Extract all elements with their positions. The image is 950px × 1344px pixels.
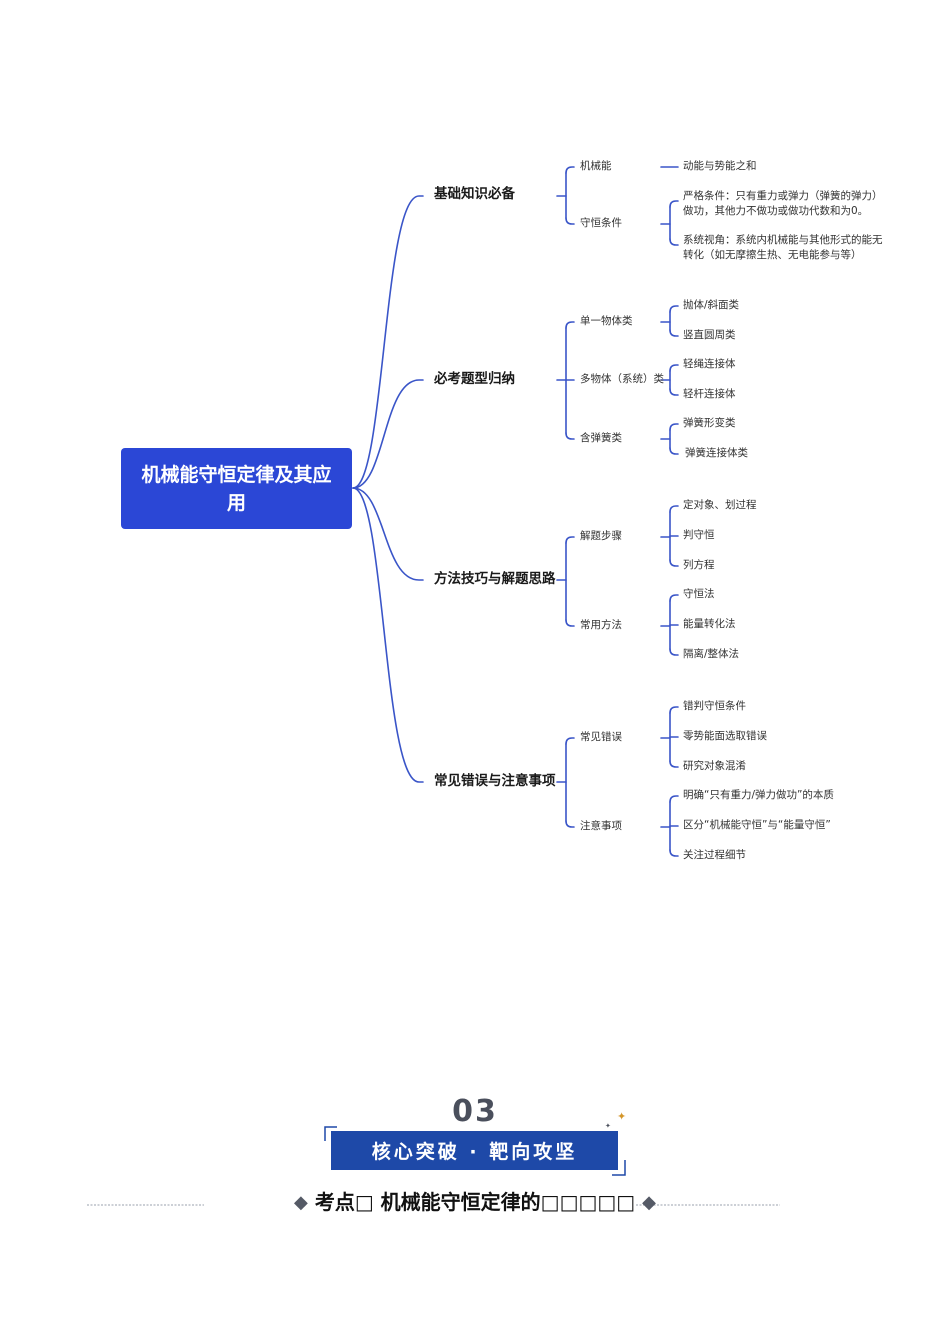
diamond-left-icon: ◆ (294, 1192, 308, 1213)
b12-arm-1 (669, 238, 679, 246)
node-multi-body: 多物体（系统）类 (580, 373, 664, 385)
b21-arm-0 (669, 305, 679, 313)
b42-arm-0 (669, 795, 679, 803)
leaf-rope-connection: 轻绳连接体 (683, 358, 736, 370)
leaf-judge-conservation: 判守恒 (683, 529, 715, 541)
b2-arm-0 (565, 321, 575, 329)
node-notes: 注意事项 (580, 820, 622, 832)
b31-arm-2 (669, 559, 679, 567)
b4-arm-0 (565, 737, 575, 745)
b23-arm-1 (669, 447, 679, 455)
leaf-spring-deformation: 弹簧形变类 (683, 417, 736, 429)
connector-l1-types (352, 379, 424, 489)
node-solving-steps: 解题步骤 (580, 530, 622, 542)
b21-arm-1 (669, 329, 679, 337)
b32-arm-2 (669, 648, 679, 656)
leaf-energy-conversion: 能量转化法 (683, 618, 736, 630)
leaf-strict-condition: 严格条件：只有重力或弹力（弹簧的弹力）做功，其他力不做功或做功代数和为0。 (683, 190, 883, 217)
b1-arm-0 (565, 166, 575, 174)
b41-arm-2 (669, 760, 679, 768)
b42-arm-2 (669, 849, 679, 857)
leaf-essence: 明确“只有重力/弹力做功”的本质 (683, 789, 834, 801)
b31-arm-0 (669, 505, 679, 513)
diamond-right-icon: ◆ (642, 1192, 656, 1213)
section-number: 03 (452, 1094, 498, 1129)
b3-arm-1 (565, 619, 575, 627)
leaf-vertical-circle: 竖直圆周类 (683, 329, 736, 341)
b4-arm-1 (565, 820, 575, 828)
banner-corner-right (612, 1160, 626, 1176)
branch-basics: 基础知识必备 (434, 186, 515, 202)
leaf-write-equations: 列方程 (683, 559, 715, 571)
connector-l1-methods (352, 487, 424, 581)
leaf-wrong-condition: 错判守恒条件 (683, 700, 746, 712)
b12-arm-0 (669, 200, 679, 208)
leaf-spring-connection: 弹簧连接体类 (685, 447, 748, 459)
sparkle-icon: ✦ (617, 1110, 626, 1123)
leaf-zero-potential-error: 零势能面选取错误 (683, 730, 767, 742)
b2-arm-2 (565, 432, 575, 440)
leaf-system-view: 系统视角：系统内机械能与其他形式的能无转化（如无摩擦生热、无电能参与等） (683, 234, 883, 261)
node-common-methods: 常用方法 (580, 619, 622, 631)
mindmap-root: 机械能守恒定律及其应用 (121, 448, 352, 529)
b1-arm-1 (565, 217, 575, 225)
sparkle-small-icon: ✦ (605, 1122, 611, 1130)
leaf-define-object: 定对象、划过程 (683, 499, 757, 511)
b23-arm-0 (669, 423, 679, 431)
b22-arm-1 (669, 388, 679, 396)
node-with-spring: 含弹簧类 (580, 432, 622, 444)
leaf-conservation-method: 守恒法 (683, 588, 715, 600)
leaf-projectile-incline: 抛体/斜面类 (683, 299, 740, 311)
connector-l1-basics (352, 195, 424, 489)
leaf-rod-connection: 轻杆连接体 (683, 388, 736, 400)
leaf-sum-of-energies: 动能与势能之和 (683, 160, 757, 172)
section-banner: 核心突破 · 靶向攻坚 (331, 1131, 618, 1170)
node-common-errors: 常见错误 (580, 731, 622, 743)
b22-arm-0 (669, 364, 679, 372)
b3-arm-0 (565, 536, 575, 544)
leaf-isolation-whole: 隔离/整体法 (683, 648, 740, 660)
branch-errors: 常见错误与注意事项 (434, 773, 556, 789)
branch-question-types: 必考题型归纳 (434, 371, 515, 387)
connector-l1-errors (352, 487, 424, 783)
kaodian-title: 考点□ 机械能守恒定律的□□□□□ (314, 1190, 636, 1214)
node-mechanical-energy: 机械能 (580, 160, 612, 172)
branch-methods: 方法技巧与解题思路 (434, 571, 556, 587)
leaf-process-details: 关注过程细节 (683, 849, 746, 861)
leaf-distinguish: 区分“机械能守恒”与“能量守恒” (683, 819, 831, 831)
node-conservation-condition: 守恒条件 (580, 217, 622, 229)
b32-arm-0 (669, 594, 679, 602)
node-single-body: 单一物体类 (580, 315, 633, 327)
leaf-object-confusion: 研究对象混淆 (683, 760, 746, 772)
kaodian-heading: ◆ 考点□ 机械能守恒定律的□□□□□ ◆ (0, 1189, 950, 1216)
b41-arm-0 (669, 706, 679, 714)
banner-corner-left (324, 1126, 337, 1141)
